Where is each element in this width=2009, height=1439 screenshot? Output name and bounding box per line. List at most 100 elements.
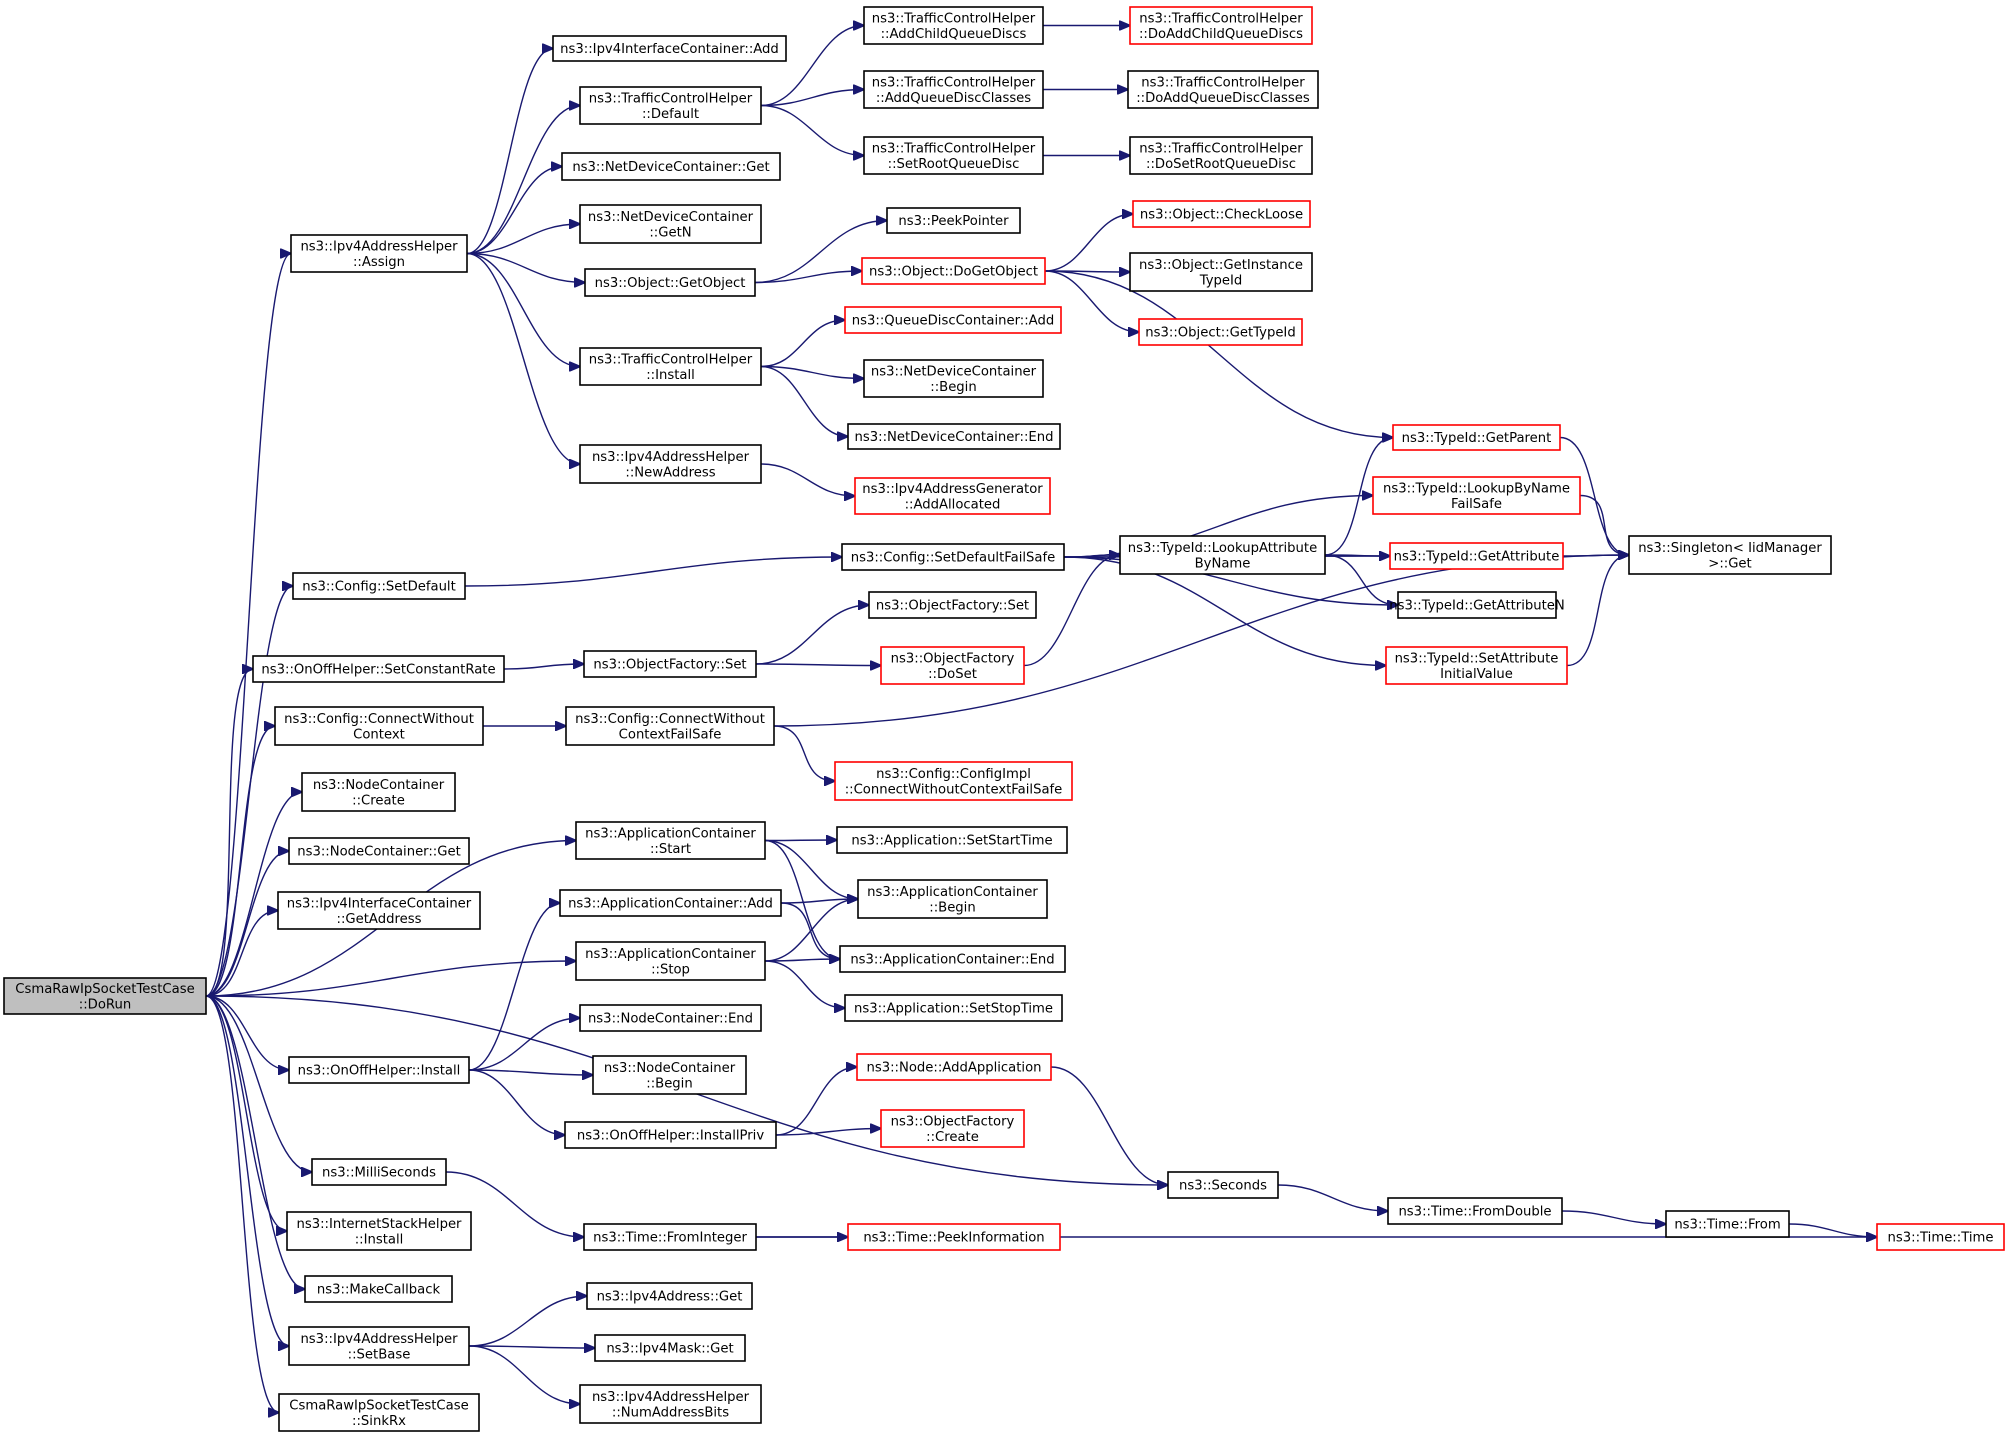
node-config_connectwithoutcontextfailsafe[interactable]: ns3::Config::ConnectWithoutContextFailSa… <box>565 706 775 746</box>
node-nodecont_create[interactable]: ns3::NodeContainer::Create <box>301 772 456 812</box>
node-objfactory_set2[interactable]: ns3::ObjectFactory::Set <box>868 591 1037 619</box>
node-box <box>583 1223 757 1251</box>
edge-tch_default-to-tch_addchild <box>760 26 864 107</box>
node-obj_getobject[interactable]: ns3::Object::GetObject <box>584 268 756 297</box>
node-ipv4addrhelper_assign[interactable]: ns3::Ipv4AddressHelper::Assign <box>290 234 468 273</box>
node-objfactory_set[interactable]: ns3::ObjectFactory::Set <box>583 650 757 678</box>
node-appcont_stop[interactable]: ns3::ApplicationContainer::Stop <box>575 941 766 981</box>
edge-typeid_lookupbyname-to-singleton_get <box>1579 494 1629 556</box>
node-label-line: ns3::Ipv4AddressHelper <box>592 450 750 465</box>
edge-obj_dogetobject-to-typeid_getparent <box>1044 270 1393 438</box>
edge-tch_default-to-tch_addclasses <box>760 90 864 107</box>
node-time_time[interactable]: ns3::Time::Time <box>1876 1223 2005 1251</box>
node-ndc_begin[interactable]: ns3::NetDeviceContainer::Begin <box>863 359 1044 398</box>
node-time_from[interactable]: ns3::Time::From <box>1665 1210 1790 1238</box>
edge-time_from-to-time_time <box>1788 1223 1877 1237</box>
node-nodecont_get[interactable]: ns3::NodeContainer::Get <box>288 837 470 865</box>
node-tch_default[interactable]: ns3::TrafficControlHelper::Default <box>579 86 762 125</box>
node-tch_addchild[interactable]: ns3::TrafficControlHelper::AddChildQueue… <box>863 6 1044 45</box>
node-label-line: ns3::TypeId::LookupByName <box>1383 481 1570 496</box>
node-ipv4addrgen_addallocated[interactable]: ns3::Ipv4AddressGenerator::AddAllocated <box>854 477 1051 515</box>
node-tch_install[interactable]: ns3::TrafficControlHelper::Install <box>579 347 762 386</box>
node-ipv4addr_get[interactable]: ns3::Ipv4Address::Get <box>586 1282 753 1310</box>
node-ipv4ifcont_add[interactable]: ns3::Ipv4InterfaceContainer::Add <box>552 35 787 62</box>
node-box <box>278 1393 480 1432</box>
node-tch_doaddclasses[interactable]: ns3::TrafficControlHelper::DoAddQueueDis… <box>1127 70 1319 109</box>
node-tch_doaddchild[interactable]: ns3::TrafficControlHelper::DoAddChildQue… <box>1129 6 1313 45</box>
node-obj_gettypeid[interactable]: ns3::Object::GetTypeId <box>1138 318 1303 346</box>
node-label-line: ns3::NetDeviceContainer::Get <box>572 160 769 175</box>
node-qdc_add[interactable]: ns3::QueueDiscContainer::Add <box>844 306 1062 334</box>
node-label-line: ns3::Time::FromDouble <box>1398 1205 1551 1220</box>
node-time_fromdouble[interactable]: ns3::Time::FromDouble <box>1387 1197 1563 1225</box>
node-nodecont_end[interactable]: ns3::NodeContainer::End <box>579 1004 762 1032</box>
node-obj_dogetobject[interactable]: ns3::Object::DoGetObject <box>861 257 1046 285</box>
node-configimpl_connect[interactable]: ns3::Config::ConfigImpl::ConnectWithoutC… <box>834 761 1073 801</box>
node-obj_checkloose[interactable]: ns3::Object::CheckLoose <box>1132 200 1311 228</box>
node-root[interactable]: CsmaRawIpSocketTestCase::DoRun <box>3 977 207 1015</box>
node-appcont_start[interactable]: ns3::ApplicationContainer::Start <box>575 821 766 860</box>
node-label-line: ::Begin <box>646 1076 692 1091</box>
node-node_addapplication[interactable]: ns3::Node::AddApplication <box>856 1053 1052 1081</box>
node-ndc_getn[interactable]: ns3::NetDeviceContainer::GetN <box>579 204 762 244</box>
node-box <box>1628 535 1832 575</box>
node-box <box>579 1384 762 1424</box>
node-onoff_setconstantrate[interactable]: ns3::OnOffHelper::SetConstantRate <box>252 655 505 683</box>
node-typeid_getattribute[interactable]: ns3::TypeId::GetAttribute <box>1389 542 1564 570</box>
edge-onoff_setconstantrate-to-objfactory_set <box>503 664 584 670</box>
node-internetstack_install[interactable]: ns3::InternetStackHelper::Install <box>286 1211 472 1251</box>
node-label-line: ns3::Config::ConnectWithout <box>284 712 474 727</box>
node-tch_addclasses[interactable]: ns3::TrafficControlHelper::AddQueueDiscC… <box>863 70 1044 109</box>
node-label-line: ns3::NetDeviceContainer <box>588 210 754 225</box>
node-app_setstoptime[interactable]: ns3::Application::SetStopTime <box>844 994 1063 1022</box>
node-makecallback[interactable]: ns3::MakeCallback <box>304 1275 453 1303</box>
node-ipv4mask_get[interactable]: ns3::Ipv4Mask::Get <box>594 1334 746 1362</box>
node-onoff_installpriv[interactable]: ns3::OnOffHelper::InstallPriv <box>564 1121 777 1149</box>
node-milliseconds[interactable]: ns3::MilliSeconds <box>311 1158 447 1186</box>
node-objfactory_create[interactable]: ns3::ObjectFactory::Create <box>880 1109 1025 1148</box>
node-ndc_get[interactable]: ns3::NetDeviceContainer::Get <box>561 152 781 181</box>
node-time_peekinformation[interactable]: ns3::Time::PeekInformation <box>847 1223 1061 1251</box>
edge-obj_dogetobject-to-obj_gettypeid <box>1044 270 1139 332</box>
node-typeid_getparent[interactable]: ns3::TypeId::GetParent <box>1392 424 1561 451</box>
node-ipv4addrhelper_newaddress[interactable]: ns3::Ipv4AddressHelper::NewAddress <box>579 444 762 484</box>
node-typeid_getattributen[interactable]: ns3::TypeId::GetAttributeN <box>1389 591 1565 619</box>
node-config_setdefault[interactable]: ns3::Config::SetDefault <box>292 572 466 600</box>
node-singleton_get[interactable]: ns3::Singleton< IidManager >::Get <box>1628 535 1832 575</box>
node-label-line: ns3::Time::PeekInformation <box>863 1231 1044 1246</box>
node-onoff_install[interactable]: ns3::OnOffHelper::Install <box>288 1056 470 1084</box>
node-seconds[interactable]: ns3::Seconds <box>1167 1171 1279 1199</box>
node-tch_setroot[interactable]: ns3::TrafficControlHelper::SetRootQueueD… <box>863 136 1044 175</box>
node-app_setstarttime[interactable]: ns3::Application::SetStartTime <box>836 826 1068 854</box>
node-label-line: ns3::Object::DoGetObject <box>869 265 1038 280</box>
edge-typeid_lookupattribute-to-typeid_getattribute <box>1324 555 1390 556</box>
node-appcont_end[interactable]: ns3::ApplicationContainer::End <box>839 945 1066 973</box>
node-config_connectwithoutcontext[interactable]: ns3::Config::ConnectWithoutContext <box>274 706 484 746</box>
node-appcont_begin[interactable]: ns3::ApplicationContainer::Begin <box>857 879 1048 919</box>
node-time_frominteger[interactable]: ns3::Time::FromInteger <box>583 1223 757 1251</box>
node-ipv4addrhelper_setbase[interactable]: ns3::Ipv4AddressHelper::SetBase <box>288 1326 470 1366</box>
edge-config_connectwithoutcontextfailsafe-to-configimpl_connect <box>773 725 835 781</box>
node-tch_dosetroot[interactable]: ns3::TrafficControlHelper::DoSetRootQueu… <box>1129 136 1313 175</box>
node-box <box>863 136 1044 175</box>
node-label-line: ::AddQueueDiscClasses <box>876 91 1031 106</box>
edge-ipv4addrhelper_setbase-to-ipv4addrhelper_numaddressbits <box>468 1345 580 1404</box>
node-box <box>579 444 762 484</box>
node-ipv4ifcont_getaddress[interactable]: ns3::Ipv4InterfaceContainer::GetAddress <box>277 891 481 930</box>
node-sinkrx[interactable]: CsmaRawIpSocketTestCase::SinkRx <box>278 1393 480 1432</box>
node-config_setdefaultfailsafe[interactable]: ns3::Config::SetDefaultFailSafe <box>841 543 1065 571</box>
node-appcont_add[interactable]: ns3::ApplicationContainer::Add <box>559 889 782 917</box>
node-nodecont_begin[interactable]: ns3::NodeContainer::Begin <box>592 1055 747 1095</box>
node-box <box>579 1004 762 1032</box>
node-label-line: ns3::Time::FromInteger <box>593 1231 747 1246</box>
edge-seconds-to-time_fromdouble <box>1277 1184 1388 1211</box>
node-ipv4addrhelper_numaddressbits[interactable]: ns3::Ipv4AddressHelper::NumAddressBits <box>579 1384 762 1424</box>
node-ndc_end[interactable]: ns3::NetDeviceContainer::End <box>847 423 1061 450</box>
node-objfactory_doset[interactable]: ns3::ObjectFactory::DoSet <box>880 646 1025 685</box>
edge-onoff_installpriv-to-objfactory_create <box>775 1129 881 1136</box>
node-peekpointer[interactable]: ns3::PeekPointer <box>886 207 1021 234</box>
